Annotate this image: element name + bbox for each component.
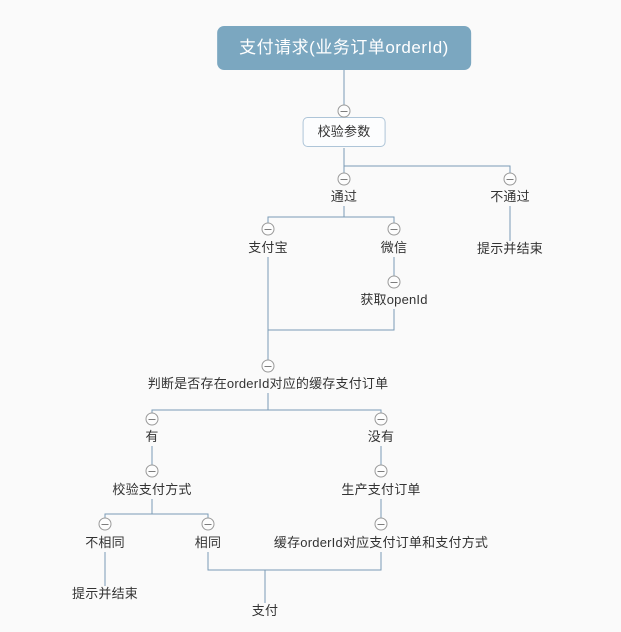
connector-pass-to-wechat <box>343 206 395 229</box>
connector-check-pay-to-same <box>151 499 209 524</box>
collapse-minus-circle-icon-validate[interactable] <box>337 104 351 118</box>
connector-validate-to-fail <box>343 148 511 179</box>
collapse-minus-circle-icon-check-cache[interactable] <box>261 359 275 373</box>
collapse-minus-circle-icon-has[interactable] <box>145 412 159 426</box>
connector-cache-order-to-pay <box>265 552 382 571</box>
node-alipay[interactable]: 支付宝 <box>248 240 288 255</box>
node-has[interactable]: 有 <box>145 429 159 444</box>
node-same[interactable]: 相同 <box>194 535 222 550</box>
connector-pass-to-alipay <box>267 206 345 229</box>
node-fail-end[interactable]: 提示并结束 <box>476 241 544 256</box>
connector-same-to-pay <box>207 552 266 603</box>
node-gen-order[interactable]: 生产支付订单 <box>341 482 421 497</box>
connector-check-cache-to-none <box>267 393 382 419</box>
connector-check-cache-to-has <box>151 393 269 419</box>
node-check-cache[interactable]: 判断是否存在orderId对应的缓存支付订单 <box>147 376 389 391</box>
collapse-minus-circle-icon-gen-order[interactable] <box>374 464 388 478</box>
node-pay[interactable]: 支付 <box>251 603 279 618</box>
collapse-minus-circle-icon-fail[interactable] <box>503 172 517 186</box>
node-none[interactable]: 没有 <box>367 429 395 444</box>
connector-openid-to-check-cache <box>268 309 395 331</box>
collapse-minus-circle-icon-none[interactable] <box>374 412 388 426</box>
node-diff-end[interactable]: 提示并结束 <box>71 586 139 601</box>
connector-check-pay-to-diff <box>104 499 153 524</box>
collapse-minus-circle-icon-alipay[interactable] <box>261 222 275 236</box>
node-wechat[interactable]: 微信 <box>380 240 408 255</box>
collapse-minus-circle-icon-wechat[interactable] <box>387 222 401 236</box>
node-pass[interactable]: 通过 <box>330 189 358 204</box>
collapse-minus-circle-icon-openid[interactable] <box>387 275 401 289</box>
node-fail[interactable]: 不通过 <box>490 189 530 204</box>
node-cache-order[interactable]: 缓存orderId对应支付订单和支付方式 <box>273 535 489 550</box>
collapse-minus-circle-icon-diff[interactable] <box>98 517 112 531</box>
node-root[interactable]: 支付请求(业务订单orderId) <box>217 26 471 70</box>
node-diff[interactable]: 不相同 <box>85 535 125 550</box>
collapse-minus-circle-icon-same[interactable] <box>201 517 215 531</box>
collapse-minus-circle-icon-check-pay[interactable] <box>145 464 159 478</box>
node-check-pay[interactable]: 校验支付方式 <box>112 482 192 497</box>
collapse-minus-circle-icon-cache-order[interactable] <box>374 517 388 531</box>
node-validate[interactable]: 校验参数 <box>302 117 386 147</box>
collapse-minus-circle-icon-pass[interactable] <box>337 172 351 186</box>
node-openid[interactable]: 获取openId <box>360 292 428 307</box>
